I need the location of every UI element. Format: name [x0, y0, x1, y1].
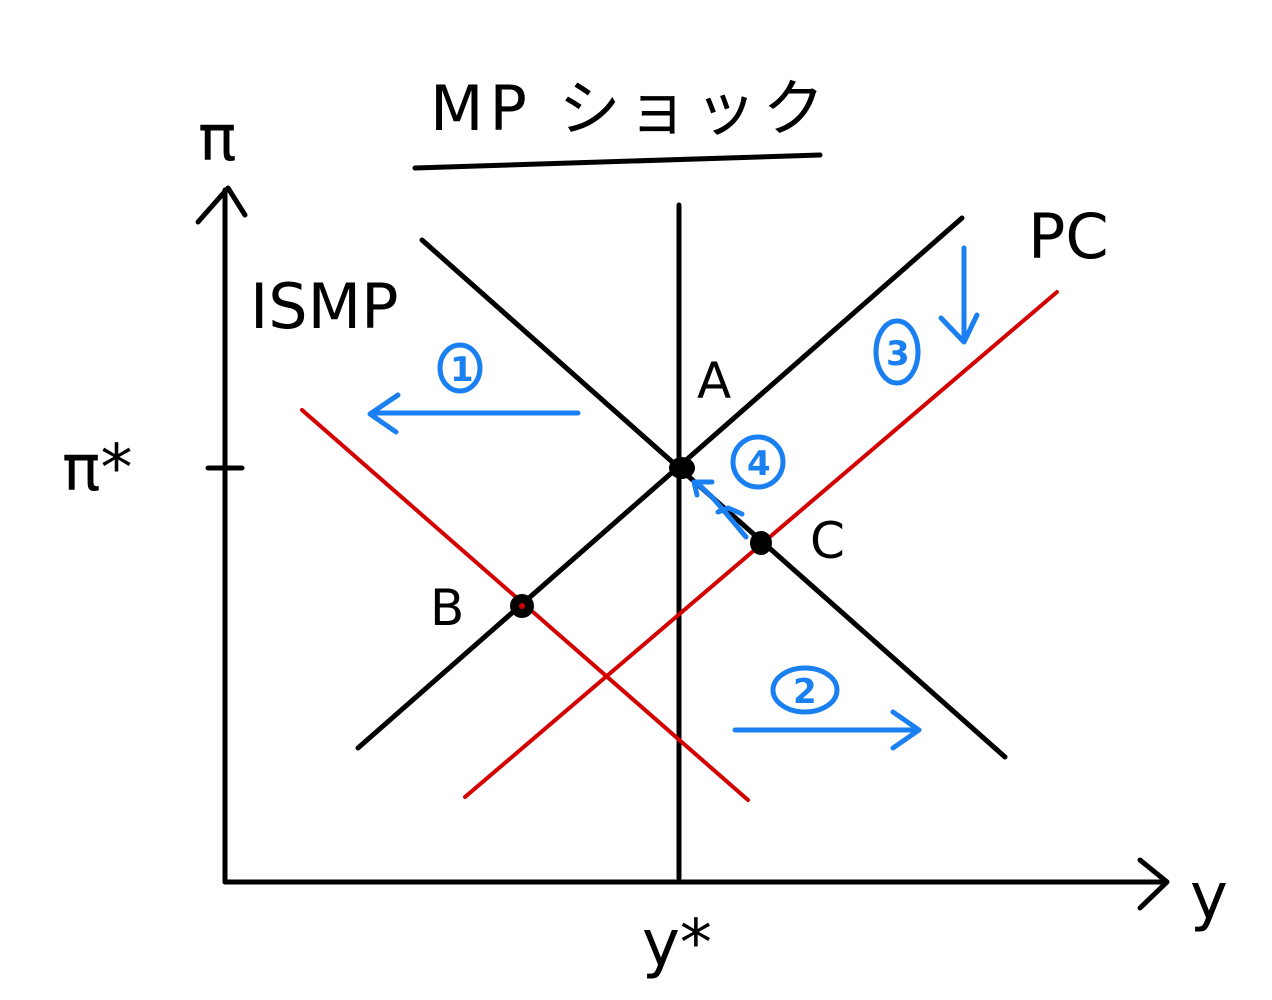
step-1-arrowhead	[367, 392, 401, 435]
x-axis-label: y	[1190, 860, 1228, 934]
y-axis-label: π	[198, 102, 237, 176]
step-4-arrow-path	[693, 479, 749, 540]
step-2-annotation: 2	[732, 665, 922, 751]
step-4-circle	[730, 434, 786, 490]
title-underline	[412, 152, 823, 171]
pc-curve-original	[355, 215, 965, 751]
point-b-core	[519, 603, 525, 609]
point-b-label: B	[430, 579, 464, 637]
point-a-label: A	[697, 352, 731, 410]
diagram-title: MP ショック	[430, 72, 831, 145]
pc-label: PC	[1028, 200, 1109, 273]
step-2-number: 2	[793, 672, 817, 712]
point-c-label: C	[810, 512, 845, 570]
y-axis-arrowhead	[195, 185, 248, 225]
step-2-arrowhead	[890, 709, 922, 751]
step-4-arrowhead-lower	[715, 505, 745, 517]
step-4-annotation: 4	[691, 434, 786, 540]
step-3-annotation: 3	[873, 245, 980, 386]
point-a-dot	[669, 457, 695, 479]
ismp-label: ISMP	[250, 270, 399, 343]
pi-star-label: π*	[62, 432, 133, 506]
x-axis-arrowhead	[1137, 857, 1170, 911]
step-1-number: 1	[450, 350, 474, 390]
step-4-number: 4	[747, 444, 771, 484]
step-1-circle	[437, 342, 483, 394]
step-3-arrowhead	[938, 312, 980, 345]
step-1-annotation: 1	[367, 342, 581, 435]
step-2-circle	[770, 665, 840, 715]
step-3-number: 3	[886, 334, 910, 374]
step-4-arrowhead-upper	[691, 479, 715, 498]
point-c-dot	[750, 531, 772, 555]
step-3-circle	[873, 318, 921, 386]
y-star-label: y*	[642, 907, 712, 981]
